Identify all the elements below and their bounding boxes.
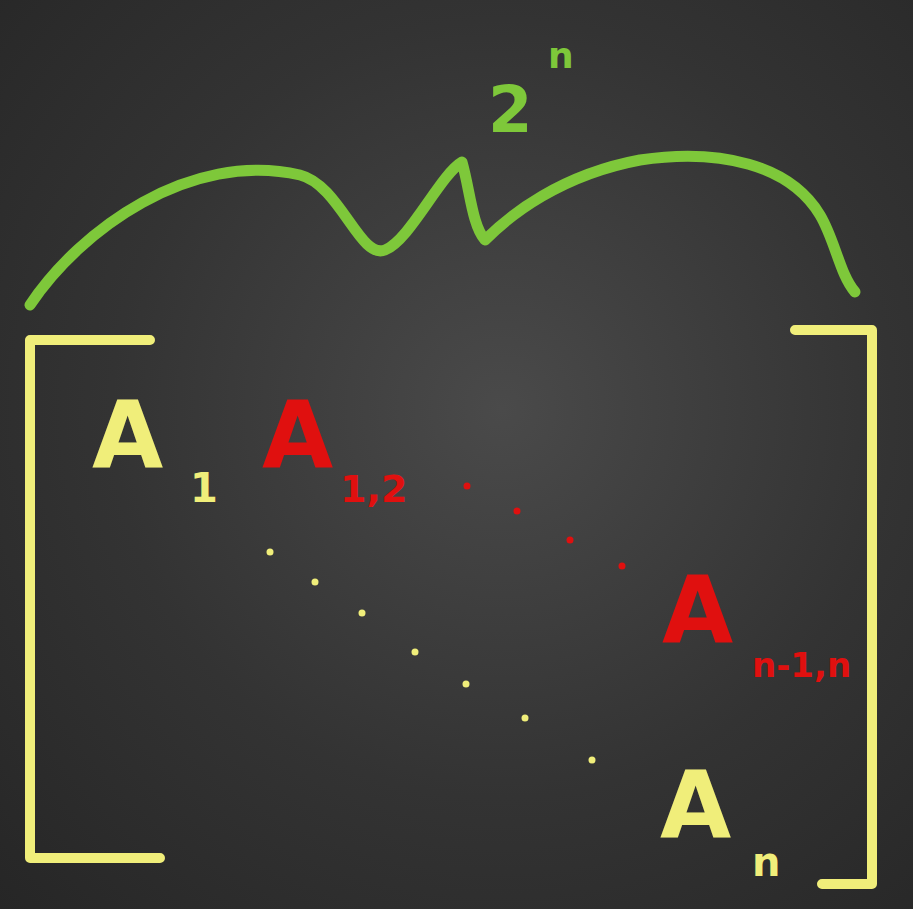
matrix-symbol: A	[662, 565, 733, 657]
subscript: 1,2	[340, 470, 407, 508]
subscript: n	[752, 842, 780, 882]
right-bracket	[795, 330, 872, 884]
curly-brace	[30, 156, 855, 305]
exponent-base: 2	[488, 78, 533, 142]
yellow-dots	[267, 549, 596, 764]
matrix-symbol: A	[262, 390, 333, 482]
subscript: n-1,n	[752, 648, 851, 682]
red-dots	[464, 483, 626, 570]
matrix-symbol: A	[92, 390, 163, 482]
matrix-symbol: A	[660, 760, 731, 852]
exponent: n	[548, 38, 574, 74]
subscript: 1	[190, 468, 218, 508]
